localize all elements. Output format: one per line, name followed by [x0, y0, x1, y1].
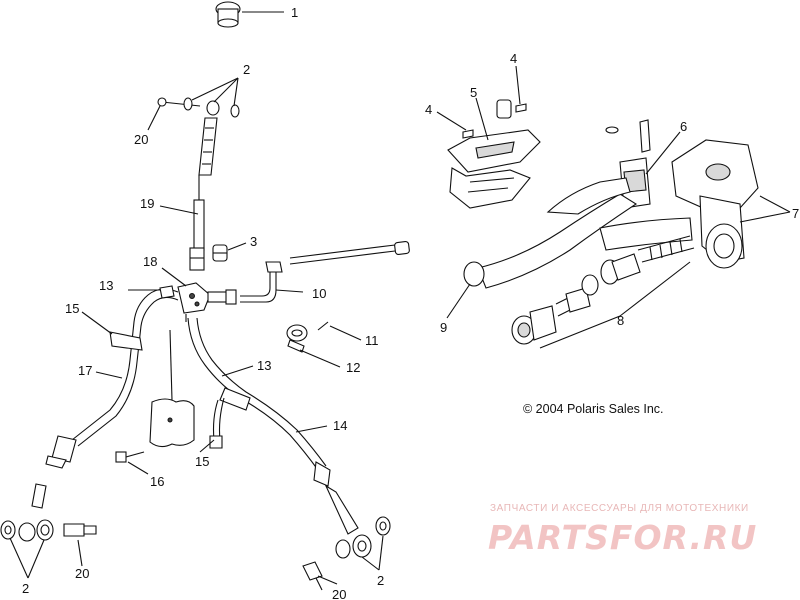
callout-20-bottom-right: 20	[332, 587, 346, 600]
callout-18: 18	[143, 254, 157, 269]
callout-16: 16	[150, 474, 164, 489]
bracket-plate	[149, 329, 195, 448]
callout-15-right: 15	[195, 454, 209, 469]
callout-2-bottom-right: 2	[377, 573, 384, 588]
part-16-bolt	[115, 451, 145, 463]
part-3-fitting	[212, 244, 228, 262]
part-18-junction-block	[177, 282, 237, 322]
callout-numbers: 1 2 20 19 3 18 13 15 17 10 11 12 13 14 1…	[22, 5, 799, 600]
callout-4-top: 4	[510, 51, 517, 66]
callout-4-left: 4	[425, 102, 432, 117]
callout-9: 9	[440, 320, 447, 335]
part-5-reservoir-cover	[447, 99, 541, 209]
part-19-brake-line	[157, 97, 240, 271]
callout-2-bottom-left: 2	[22, 581, 29, 596]
callout-13-right: 13	[257, 358, 271, 373]
callout-15-left: 15	[65, 301, 79, 316]
callout-5: 5	[470, 85, 477, 100]
part-10-brake-line	[240, 240, 410, 303]
callout-14: 14	[333, 418, 347, 433]
bottom-left-banjo	[0, 483, 97, 542]
callout-20-top: 20	[134, 132, 148, 147]
watermark-logo: PARTSFOR.RU	[488, 518, 758, 557]
bottom-right-banjo	[302, 516, 391, 591]
callout-10: 10	[312, 286, 326, 301]
part-15-clip-right	[209, 397, 225, 449]
watermark-tagline: ЗАПЧАСТИ И АКСЕССУАРЫ ДЛЯ МОТОТЕХНИКИ	[490, 503, 749, 514]
callout-7: 7	[792, 206, 799, 221]
callout-12: 12	[346, 360, 360, 375]
callout-8: 8	[617, 313, 624, 328]
part-6-master-cylinder	[605, 119, 759, 269]
leader-lines	[9, 65, 791, 585]
part-17-left-hose	[45, 285, 179, 469]
callout-1: 1	[291, 5, 298, 20]
part-8-piston-assembly	[511, 235, 695, 345]
callout-13-left: 13	[99, 278, 113, 293]
part-11-12-clamp	[286, 321, 329, 353]
callout-17: 17	[78, 363, 92, 378]
callout-6: 6	[680, 119, 687, 134]
callout-20-bottom-left: 20	[75, 566, 89, 581]
callout-3: 3	[250, 234, 257, 249]
part-14-right-hose	[187, 317, 359, 535]
part-9-brake-lever	[463, 177, 693, 289]
copyright-notice: © 2004 Polaris Sales Inc.	[523, 402, 664, 416]
part-1-cap	[215, 1, 284, 28]
callout-19: 19	[140, 196, 154, 211]
callout-11: 11	[365, 333, 379, 348]
callout-2-top: 2	[243, 62, 250, 77]
